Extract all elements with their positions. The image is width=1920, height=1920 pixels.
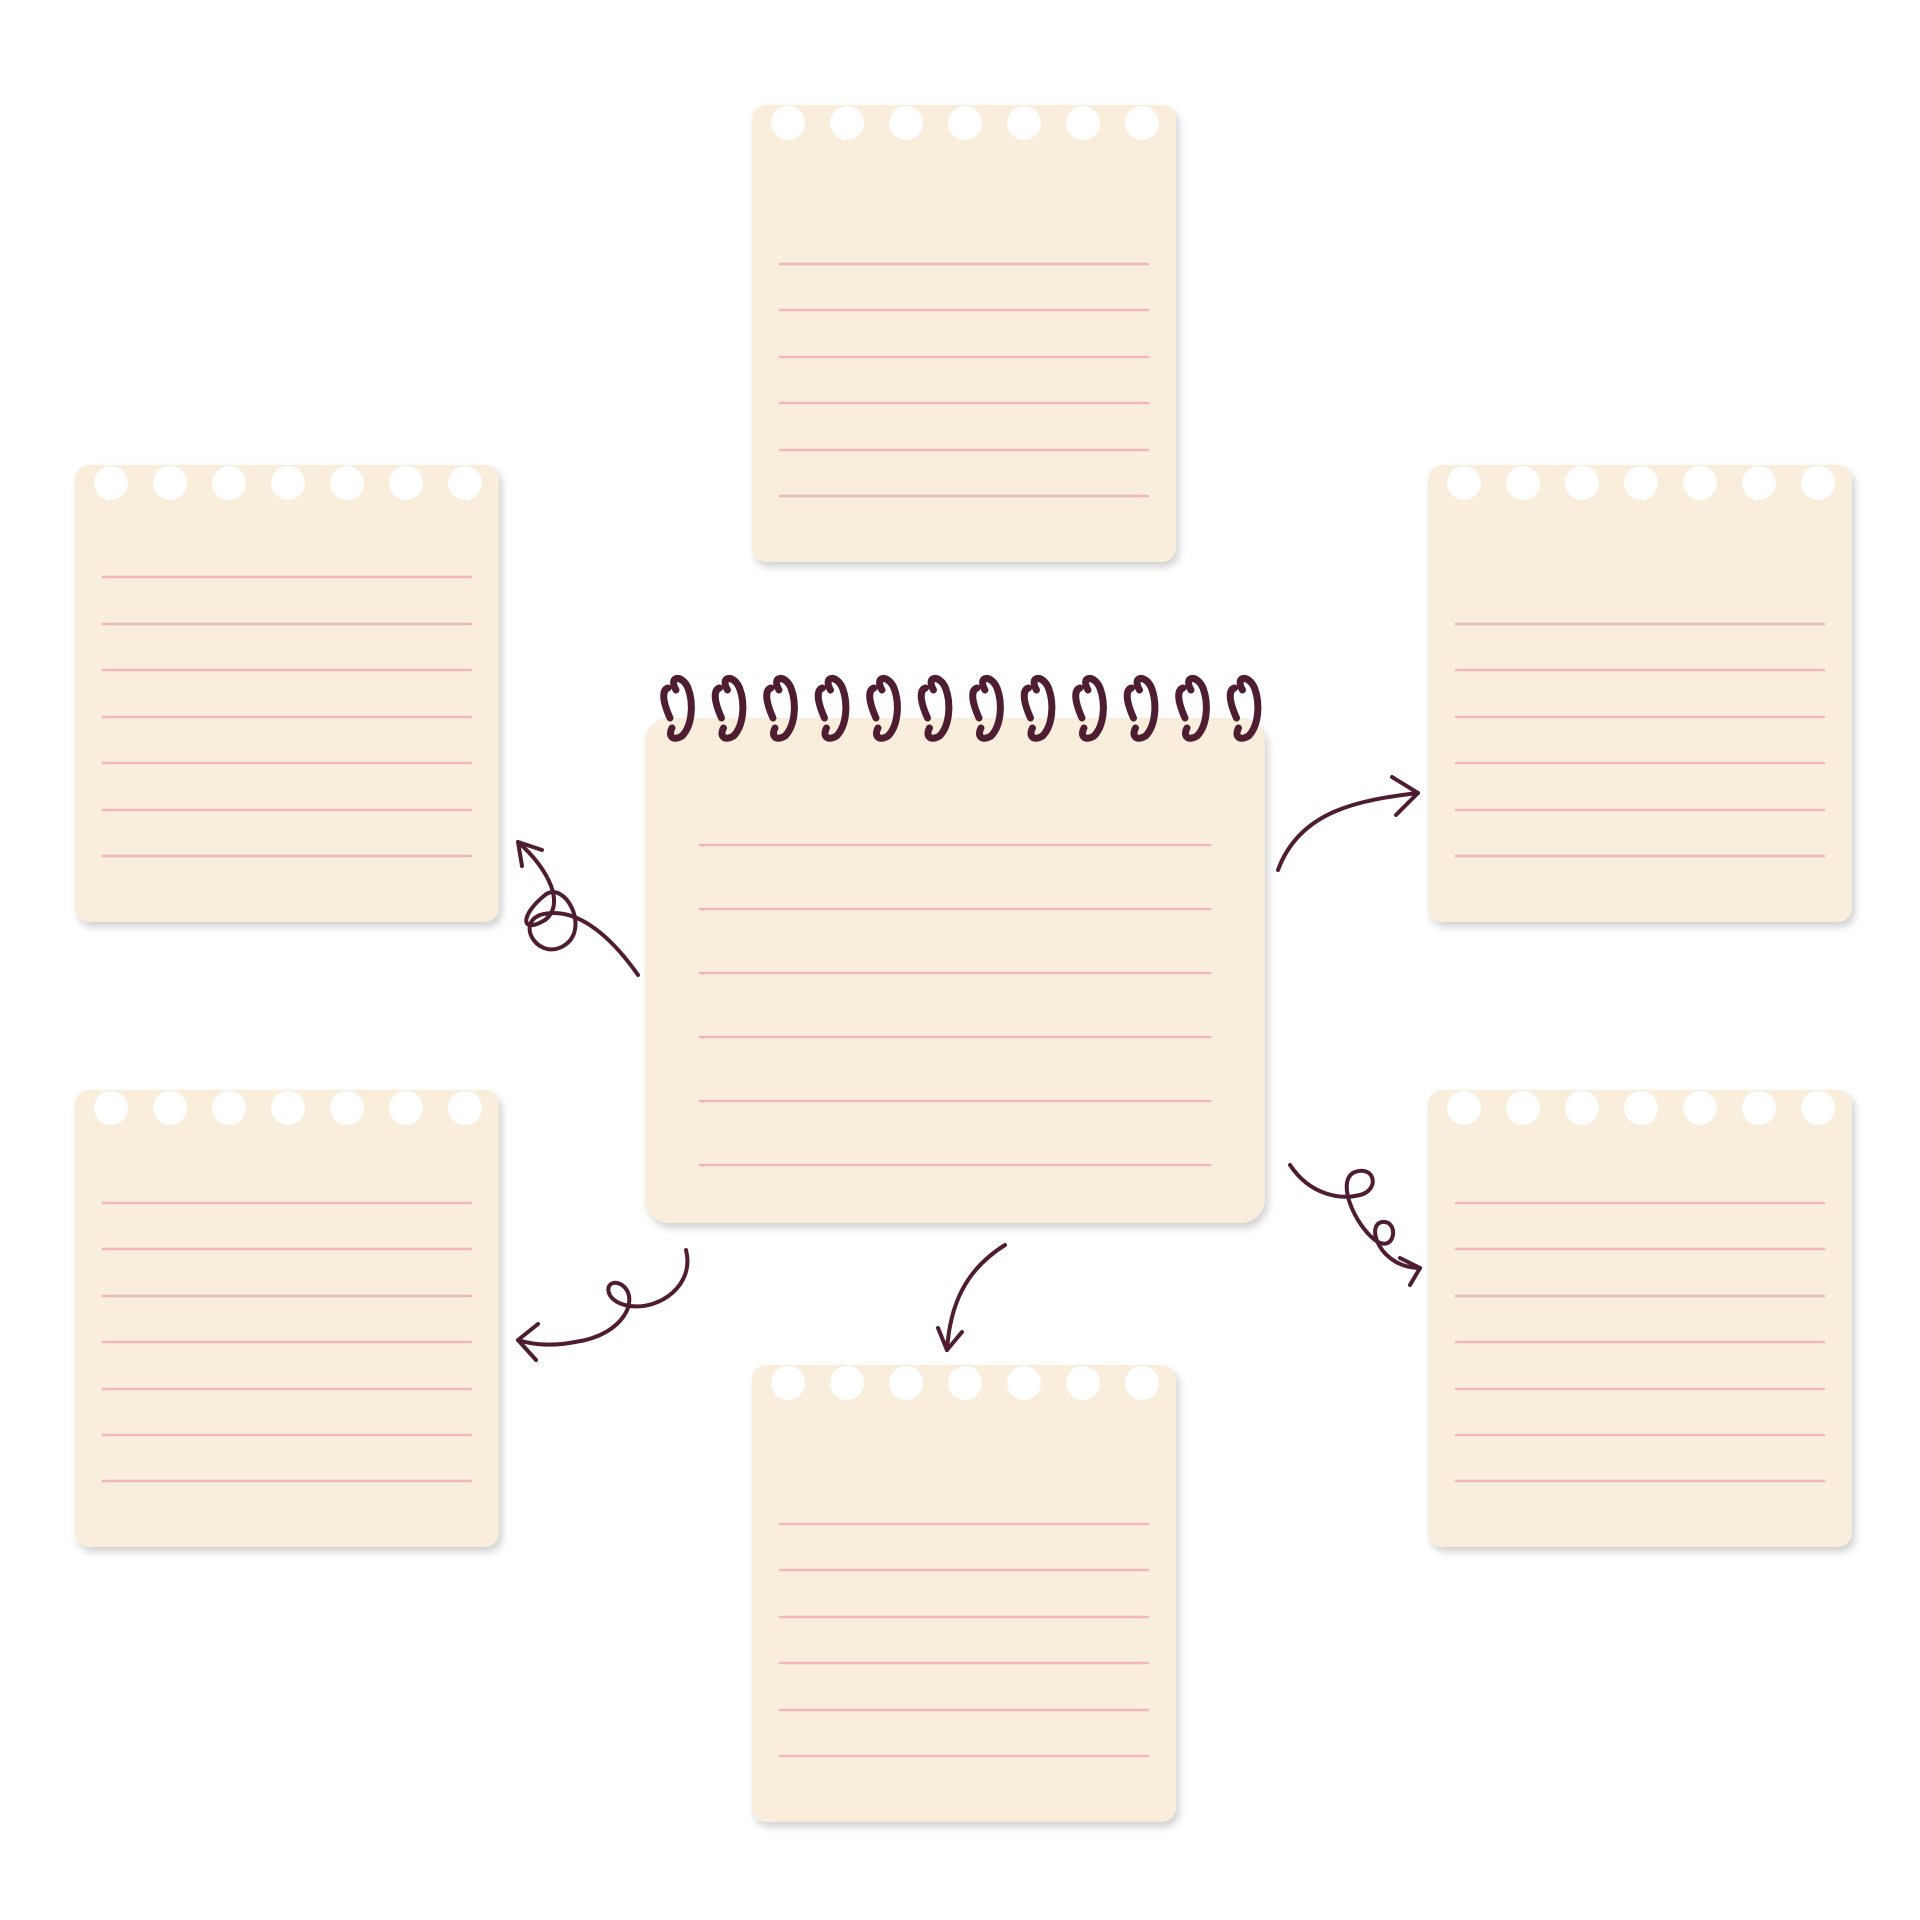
punch-hole: [1007, 1366, 1041, 1400]
spiral-ring: [1226, 675, 1262, 742]
punch-hole: [153, 466, 187, 500]
punch-hole: [830, 1366, 864, 1400]
punch-hole: [1801, 1091, 1835, 1125]
spiral-ring: [969, 675, 1004, 742]
punch-hole: [330, 466, 364, 500]
punch-hole: [830, 106, 864, 140]
spiral-ring: [917, 675, 953, 742]
note-top-rules: [778, 262, 1150, 498]
punch-hole: [271, 466, 305, 500]
punch-hole: [889, 1366, 923, 1400]
note-upper-right-rules: [1454, 622, 1826, 858]
arrow-to-lower-right-note: [1288, 1163, 1422, 1287]
note-lower-right: [1428, 1090, 1852, 1547]
punch-hole: [212, 1091, 246, 1125]
punch-hole: [389, 1091, 423, 1125]
punch-hole: [389, 466, 423, 500]
spiral-ring: [866, 675, 901, 742]
punch-hole: [271, 1091, 305, 1125]
punch-hole: [948, 106, 982, 140]
punch-hole: [771, 1366, 805, 1400]
note-top: [752, 105, 1176, 562]
punch-hole: [1624, 466, 1658, 500]
note-lower-left: [75, 1090, 499, 1547]
punch-hole: [1801, 466, 1835, 500]
punch-hole: [448, 466, 482, 500]
spiral-ring: [1072, 675, 1107, 742]
punch-hole: [1125, 106, 1159, 140]
punch-hole: [771, 106, 805, 140]
punch-hole: [948, 1366, 982, 1400]
arrow-to-bottom-note: [936, 1243, 1007, 1352]
punch-hole: [1565, 466, 1599, 500]
spiral-ring: [763, 675, 798, 742]
arrow-to-lower-left-note: [516, 1248, 690, 1362]
punch-hole: [94, 1091, 128, 1125]
punch-hole: [1742, 1091, 1776, 1125]
note-lower-right-punch-holes: [1447, 1091, 1835, 1125]
note-upper-left-rules: [101, 575, 473, 858]
punch-hole: [1742, 466, 1776, 500]
punch-hole: [153, 1091, 187, 1125]
note-upper-left: [75, 465, 499, 922]
punch-hole: [1447, 466, 1481, 500]
note-upper-right-punch-holes: [1447, 466, 1835, 500]
center-note-spiral-binding: [660, 675, 1262, 742]
punch-hole: [94, 466, 128, 500]
note-upper-left-punch-holes: [94, 466, 482, 500]
punch-hole: [330, 1091, 364, 1125]
arrow-to-upper-left-note: [516, 840, 640, 977]
note-upper-right: [1428, 465, 1852, 922]
punch-hole: [1125, 1366, 1159, 1400]
punch-hole: [212, 466, 246, 500]
punch-hole: [1066, 1366, 1100, 1400]
punch-hole: [1683, 1091, 1717, 1125]
note-top-punch-holes: [771, 106, 1159, 140]
note-lower-left-punch-holes: [94, 1091, 482, 1125]
punch-hole: [1506, 466, 1540, 500]
punch-hole: [1007, 106, 1041, 140]
punch-hole: [1066, 106, 1100, 140]
spiral-ring: [1123, 675, 1159, 742]
note-lower-right-rules: [1454, 1201, 1826, 1483]
note-lower-right-paper: [1428, 1090, 1852, 1547]
note-upper-right-paper: [1428, 465, 1852, 922]
note-bottom-punch-holes: [771, 1366, 1159, 1400]
punch-hole: [889, 106, 923, 140]
note-bottom-paper: [752, 1365, 1176, 1822]
note-bottom: [752, 1365, 1176, 1822]
spiral-ring: [1175, 675, 1210, 742]
note-upper-left-paper: [75, 465, 499, 922]
punch-hole: [1624, 1091, 1658, 1125]
center-note-paper: [645, 718, 1265, 1223]
spiral-ring: [660, 675, 695, 742]
punch-hole: [1683, 466, 1717, 500]
note-top-paper: [752, 105, 1176, 562]
spiral-ring: [711, 675, 747, 742]
center-note: [645, 675, 1265, 1223]
spiral-ring: [1020, 675, 1056, 742]
note-lower-left-paper: [75, 1090, 499, 1547]
punch-hole: [1506, 1091, 1540, 1125]
punch-hole: [1565, 1091, 1599, 1125]
arrow-to-upper-right-note: [1276, 775, 1420, 872]
spiral-ring: [814, 675, 850, 742]
note-lower-left-rules: [101, 1201, 473, 1483]
center-note-rules: [698, 843, 1212, 1167]
punch-hole: [448, 1091, 482, 1125]
note-bottom-rules: [778, 1522, 1150, 1758]
punch-hole: [1447, 1091, 1481, 1125]
